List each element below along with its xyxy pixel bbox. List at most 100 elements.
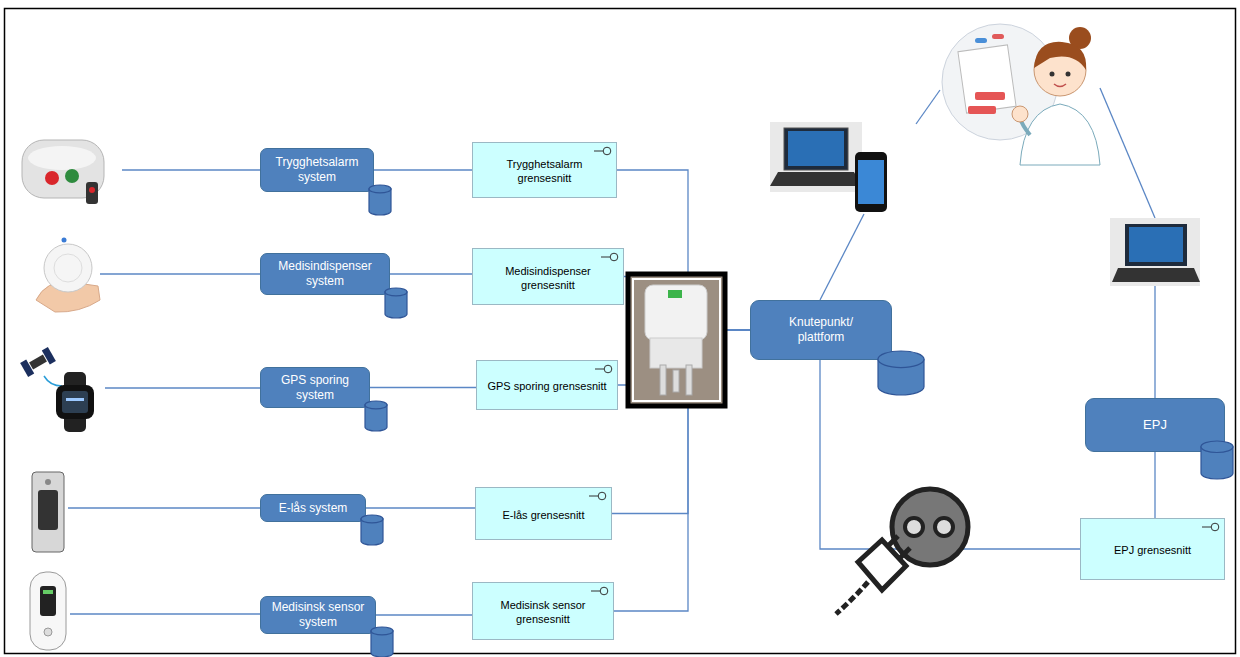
- plug-socket-icon: [836, 489, 968, 614]
- adapter-picture: [628, 274, 725, 406]
- adapter-picture: [686, 365, 692, 395]
- interface-symbol: [1202, 527, 1211, 528]
- connector-line: [376, 614, 472, 615]
- interface-box: Medisindispenser grensesnitt: [472, 248, 624, 305]
- interface-symbol: [600, 587, 608, 595]
- e-lock-picture: [45, 479, 51, 485]
- interface-symbol: [587, 490, 607, 502]
- system-box: E-lås system: [260, 494, 366, 522]
- interface-symbol: [589, 585, 609, 597]
- medical-sensor-picture: [44, 628, 52, 636]
- laptop-picture: [1129, 227, 1183, 262]
- leader-lines: [820, 214, 864, 300]
- node-label: Medisinsk sensor grensesnitt: [480, 599, 606, 627]
- nurse-picture: [1020, 104, 1100, 165]
- safety-alarm-picture: [22, 140, 104, 198]
- adapter-picture: [650, 338, 702, 368]
- interface-symbol: [591, 591, 600, 592]
- database-cylinder: [1201, 441, 1233, 453]
- laptop-picture: [1110, 218, 1200, 286]
- adapter-picture: [628, 274, 725, 406]
- laptop-phone-picture: [858, 160, 884, 204]
- nurse-picture: [1066, 72, 1071, 77]
- plug-socket-icon: [836, 582, 868, 614]
- gps-watch-picture: [20, 347, 56, 377]
- node-label: Knutepunkt/ plattform: [771, 315, 871, 345]
- interface-box: Medisinsk sensor grensesnitt: [472, 582, 614, 640]
- system-box: Medisindispenser system: [260, 253, 390, 295]
- medical-sensor-picture: [30, 572, 66, 650]
- laptop-picture: [1125, 224, 1187, 266]
- gps-watch-picture: [62, 391, 88, 413]
- adapter-picture: [633, 279, 720, 401]
- leader-lines: [1100, 88, 1155, 218]
- safety-alarm-picture: [45, 171, 59, 185]
- database-cylinder: [364, 400, 388, 432]
- node-label: EPJ: [1143, 417, 1167, 433]
- nurse-picture: [992, 34, 1004, 39]
- gps-watch-picture: [56, 385, 94, 419]
- laptop-phone-picture: [770, 122, 887, 212]
- database-cylinder: [369, 185, 391, 193]
- gps-watch-picture: [44, 376, 62, 386]
- medicine-dispenser-picture: [54, 254, 82, 282]
- database-cylinder: [365, 401, 387, 409]
- nurse-picture: [1054, 84, 1066, 87]
- e-lock-picture: [38, 490, 58, 530]
- laptop-phone-picture: [855, 152, 887, 212]
- database-cylinder: [368, 184, 392, 216]
- record-box: EPJ: [1085, 398, 1225, 452]
- nurse-picture: [1034, 42, 1086, 70]
- safety-alarm-picture: [86, 182, 98, 204]
- connector-line: [820, 360, 1080, 549]
- database-cylinder: [371, 627, 393, 635]
- laptop-phone-picture: [784, 128, 848, 170]
- gps-watch-picture: [20, 347, 94, 432]
- interface-symbol: [592, 145, 612, 157]
- gps-watch-picture: [66, 398, 84, 401]
- node-label: Medisindispenser grensesnitt: [480, 265, 616, 293]
- database-cylinder: [877, 350, 925, 396]
- medicine-dispenser-picture: [36, 238, 100, 313]
- gps-watch-picture: [42, 347, 56, 364]
- database-cylinder: [361, 515, 383, 523]
- gps-watch-picture: [20, 360, 34, 377]
- database-cylinder: [370, 626, 394, 657]
- database-cylinder: [385, 288, 407, 296]
- connector-line: [366, 507, 475, 508]
- system-box: GPS sporing system: [260, 367, 370, 408]
- safety-alarm-picture: [28, 146, 96, 170]
- leader-lines: [105, 387, 260, 388]
- laptop-picture: [1112, 268, 1200, 282]
- safety-alarm-picture: [12, 128, 122, 212]
- nurse-picture: [958, 45, 1016, 113]
- database-cylinder: [1200, 440, 1234, 480]
- medicine-dispenser-picture: [62, 238, 67, 243]
- safety-alarm-picture: [89, 187, 95, 193]
- interface-symbol: [603, 147, 611, 155]
- database-cylinder: [360, 514, 384, 546]
- connector-line: [370, 387, 476, 388]
- frame: [5, 9, 1236, 654]
- nurse-picture: [1050, 72, 1055, 77]
- interface-box: E-lås grensesnitt: [475, 487, 612, 540]
- interface-box: EPJ grensesnitt: [1080, 518, 1225, 580]
- leader-lines: [1154, 286, 1155, 398]
- leader-lines: [100, 273, 260, 274]
- e-lock-picture: [32, 472, 64, 552]
- nurse-picture: [942, 24, 1100, 165]
- laptop-picture: [1110, 218, 1200, 286]
- medical-sensor-picture: [43, 590, 53, 594]
- node-label: Trygghetsalarm grensesnitt: [480, 158, 609, 186]
- node-label: E-lås grensesnitt: [503, 509, 585, 523]
- nurse-picture: [1012, 106, 1028, 122]
- leader-lines: [70, 613, 260, 614]
- leader-lines: [68, 88, 1155, 614]
- nurse-picture: [975, 38, 987, 43]
- connector-line: [374, 169, 472, 170]
- interface-symbol: [1200, 521, 1220, 533]
- hub-box: Knutepunkt/ plattform: [750, 300, 892, 360]
